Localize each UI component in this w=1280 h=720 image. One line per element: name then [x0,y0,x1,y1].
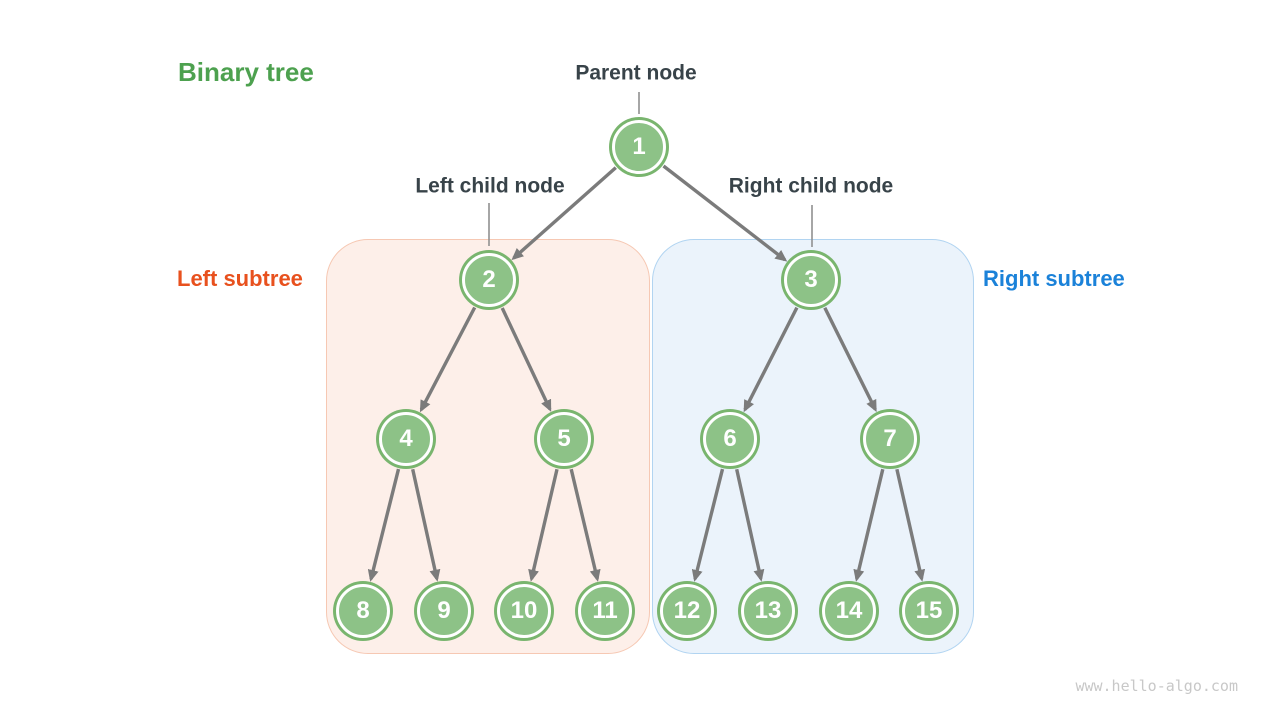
tree-edge-2-5 [500,307,552,412]
parent-node-label: Parent node [575,61,697,85]
tree-edge-6-13 [735,468,765,582]
tree-edge-1-2 [511,166,617,261]
tree-edge-1-3 [662,164,788,262]
tree-node-9: 9 [417,584,471,638]
tree-edge-4-8 [367,468,401,582]
figure-title: Binary tree [178,57,314,87]
tree-node-6: 6 [703,412,757,466]
tree-node-15: 15 [902,584,956,638]
tree-node-12: 12 [660,584,714,638]
tree-edge-3-7 [823,307,877,413]
right-subtree-label: Right subtree [983,266,1125,291]
tree-edge-7-14 [853,468,885,582]
left-subtree-label: Left subtree [177,266,303,291]
tree-edge-5-10 [528,468,559,582]
tree-node-14: 14 [822,584,876,638]
tree-edge-3-6 [743,306,799,413]
tree-edge-6-12 [691,468,725,582]
tree-node-1: 1 [612,120,666,174]
left-child-node-label: Left child node [415,174,565,198]
tree-node-13: 13 [741,584,795,638]
tree-edge-7-15 [895,468,926,582]
tree-node-3: 3 [784,253,838,307]
tree-node-7: 7 [863,412,917,466]
tree-node-11: 11 [578,584,632,638]
tree-edge-5-11 [569,468,601,582]
tree-node-2: 2 [462,253,516,307]
watermark: www.hello-algo.com [1075,677,1238,695]
right-child-node-label: Right child node [728,174,894,198]
tree-node-8: 8 [336,584,390,638]
tree-node-10: 10 [497,584,551,638]
tree-edge-4-9 [411,468,441,582]
tree-node-4: 4 [379,412,433,466]
tree-edge-2-4 [419,306,477,413]
tree-node-5: 5 [537,412,591,466]
